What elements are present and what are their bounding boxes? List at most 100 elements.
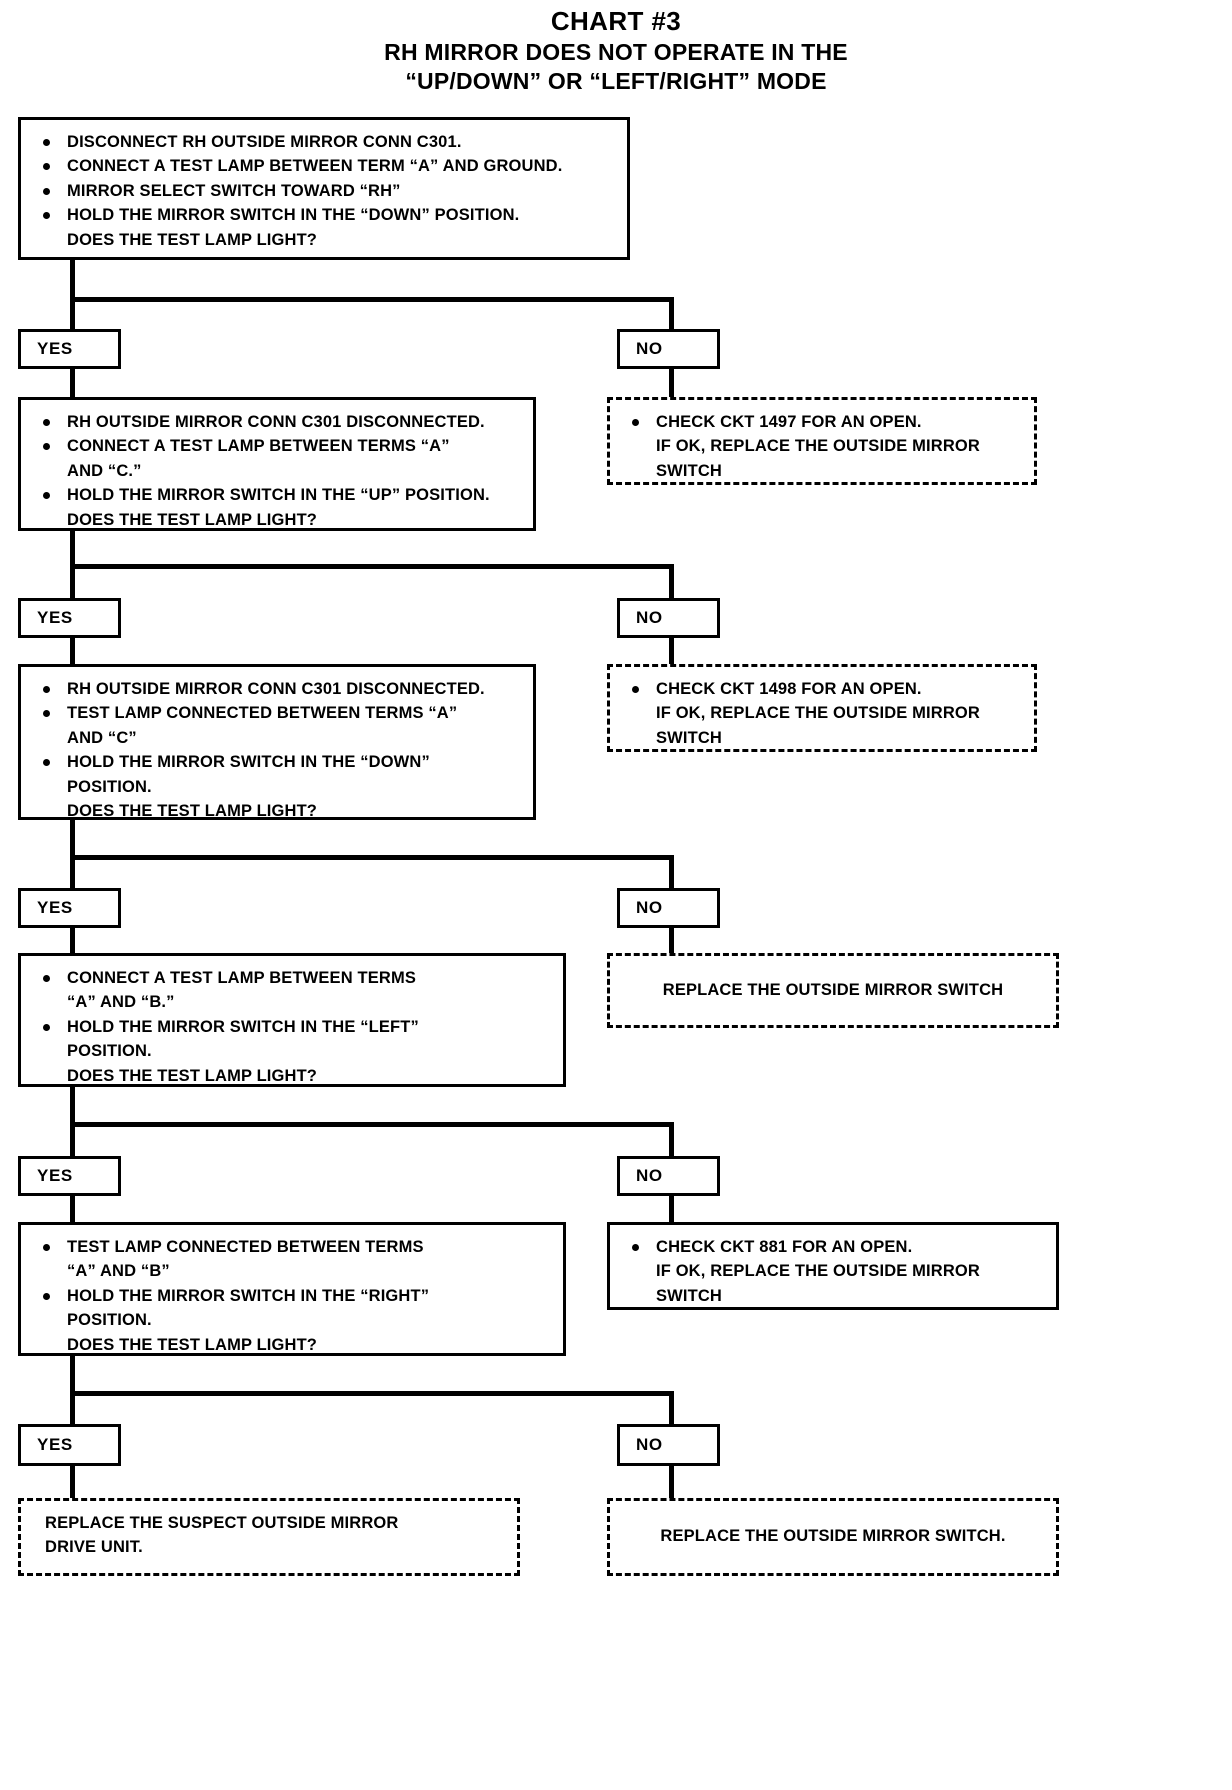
list-item: DOES THE TEST LAMP LIGHT?	[67, 802, 318, 821]
connector-vertical	[70, 369, 75, 399]
branch-label: YES	[37, 1435, 73, 1454]
connector-horizontal	[70, 564, 674, 569]
connector-horizontal	[70, 297, 674, 302]
list-item: IF OK, REPLACE THE OUTSIDE MIRROR	[656, 437, 980, 456]
connector-vertical	[669, 1196, 674, 1224]
outcome-3-content: REPLACE THE OUTSIDE MIRROR SWITCH	[610, 956, 1056, 1025]
connector-vertical	[669, 638, 674, 666]
outcome-5-list: REPLACE THE SUSPECT OUTSIDE MIRROR DRIVE…	[21, 1501, 517, 1569]
list-item: AND “C”	[67, 728, 137, 747]
branch-label: NO	[636, 1435, 663, 1454]
branch-no-5: NO	[617, 1424, 720, 1466]
connector-vertical	[70, 820, 75, 858]
connector-vertical	[70, 1391, 75, 1424]
connector-vertical	[669, 1391, 674, 1424]
list-item: RH OUTSIDE MIRROR CONN C301 DISCONNECTED…	[33, 678, 523, 701]
branch-yes-1: YES	[18, 329, 121, 369]
connector-vertical	[70, 638, 75, 666]
list-item: CONNECT A TEST LAMP BETWEEN TERMS “A”	[33, 435, 523, 458]
list-item: IF OK, REPLACE THE OUTSIDE MIRROR	[656, 1262, 980, 1281]
list-item: REPLACE THE SUSPECT OUTSIDE MIRROR	[45, 1514, 399, 1532]
list-item: DRIVE UNIT.	[45, 1538, 143, 1557]
connector-vertical	[70, 928, 75, 955]
list-item: “A” AND “B.”	[67, 993, 175, 1012]
outcome-1-list: CHECK CKT 1497 FOR AN OPEN. IF OK, REPLA…	[610, 400, 1034, 492]
list-item: SWITCH	[656, 1286, 722, 1305]
branch-label: YES	[37, 339, 73, 358]
branch-yes-4: YES	[18, 1156, 121, 1196]
branch-yes-5: YES	[18, 1424, 121, 1466]
chart-title-block: CHART #3 RH MIRROR DOES NOT OPERATE IN T…	[0, 6, 1232, 97]
connector-horizontal	[70, 855, 674, 860]
outcome-box-4: CHECK CKT 881 FOR AN OPEN. IF OK, REPLAC…	[607, 1222, 1059, 1310]
list-item: CHECK CKT 881 FOR AN OPEN.	[622, 1236, 1046, 1259]
branch-no-2: NO	[617, 598, 720, 638]
step-box-5: TEST LAMP CONNECTED BETWEEN TERMS “A” AN…	[18, 1222, 566, 1356]
list-item: SWITCH	[656, 728, 722, 747]
list-item: DOES THE TEST LAMP LIGHT?	[67, 510, 318, 529]
branch-label: YES	[37, 1166, 73, 1185]
connector-vertical	[669, 369, 674, 399]
list-item: POSITION.	[67, 1042, 152, 1061]
connector-vertical	[70, 1122, 75, 1156]
list-item: HOLD THE MIRROR SWITCH IN THE “DOWN”	[33, 751, 523, 774]
list-item: SWITCH	[656, 461, 722, 480]
connector-horizontal	[70, 1391, 674, 1396]
step-1-list: DISCONNECT RH OUTSIDE MIRROR CONN C301. …	[21, 120, 627, 261]
list-item: HOLD THE MIRROR SWITCH IN THE “UP” POSIT…	[33, 484, 523, 507]
step-2-list: RH OUTSIDE MIRROR CONN C301 DISCONNECTED…	[21, 400, 533, 541]
connector-vertical	[669, 855, 674, 888]
list-item: “A” AND “B”	[67, 1262, 170, 1281]
list-item: POSITION.	[67, 1311, 152, 1330]
connector-vertical	[669, 564, 674, 598]
branch-label: NO	[636, 339, 663, 358]
chart-subtitle-line2: “UP/DOWN” OR “LEFT/RIGHT” MODE	[405, 68, 827, 95]
outcome-box-6: REPLACE THE OUTSIDE MIRROR SWITCH.	[607, 1498, 1059, 1576]
list-item: CONNECT A TEST LAMP BETWEEN TERMS	[33, 967, 553, 990]
step-4-list: CONNECT A TEST LAMP BETWEEN TERMS “A” AN…	[21, 956, 563, 1097]
list-item: RH OUTSIDE MIRROR CONN C301 DISCONNECTED…	[33, 411, 523, 434]
branch-label: YES	[37, 608, 73, 627]
outcome-4-list: CHECK CKT 881 FOR AN OPEN. IF OK, REPLAC…	[610, 1225, 1056, 1317]
branch-no-1: NO	[617, 329, 720, 369]
list-item: TEST LAMP CONNECTED BETWEEN TERMS “A”	[33, 702, 523, 725]
connector-vertical	[70, 297, 75, 329]
chart-number: CHART #3	[550, 6, 682, 36]
branch-label: NO	[636, 608, 663, 627]
connector-vertical	[70, 1466, 75, 1500]
list-item: CHECK CKT 1498 FOR AN OPEN.	[622, 678, 1024, 701]
step-3-list: RH OUTSIDE MIRROR CONN C301 DISCONNECTED…	[21, 667, 533, 833]
list-item: HOLD THE MIRROR SWITCH IN THE “DOWN” POS…	[33, 204, 617, 227]
list-item: MIRROR SELECT SWITCH TOWARD “RH”	[33, 180, 617, 203]
outcome-6-content: REPLACE THE OUTSIDE MIRROR SWITCH.	[610, 1501, 1056, 1573]
chart-subtitle-line1: RH MIRROR DOES NOT OPERATE IN THE	[384, 38, 848, 65]
outcome-box-1: CHECK CKT 1497 FOR AN OPEN. IF OK, REPLA…	[607, 397, 1037, 485]
connector-vertical	[669, 1122, 674, 1156]
outcome-text: REPLACE THE OUTSIDE MIRROR SWITCH.	[660, 1527, 1006, 1546]
list-item: CONNECT A TEST LAMP BETWEEN TERM “A” AND…	[33, 155, 617, 178]
step-box-2: RH OUTSIDE MIRROR CONN C301 DISCONNECTED…	[18, 397, 536, 531]
outcome-box-5: REPLACE THE SUSPECT OUTSIDE MIRROR DRIVE…	[18, 1498, 520, 1576]
list-item: DISCONNECT RH OUTSIDE MIRROR CONN C301.	[33, 131, 617, 154]
step-box-1: DISCONNECT RH OUTSIDE MIRROR CONN C301. …	[18, 117, 630, 260]
branch-yes-3: YES	[18, 888, 121, 928]
connector-vertical	[70, 564, 75, 598]
connector-vertical	[669, 297, 674, 329]
list-item: POSITION.	[67, 777, 152, 796]
branch-yes-2: YES	[18, 598, 121, 638]
list-item: DOES THE TEST LAMP LIGHT?	[67, 1066, 318, 1085]
list-item: HOLD THE MIRROR SWITCH IN THE “LEFT”	[33, 1016, 553, 1039]
connector-horizontal	[70, 1122, 674, 1127]
list-item: IF OK, REPLACE THE OUTSIDE MIRROR	[656, 704, 980, 723]
branch-no-4: NO	[617, 1156, 720, 1196]
list-item: DOES THE TEST LAMP LIGHT?	[67, 230, 318, 249]
connector-vertical	[70, 855, 75, 888]
list-item: TEST LAMP CONNECTED BETWEEN TERMS	[33, 1236, 553, 1259]
outcome-box-3: REPLACE THE OUTSIDE MIRROR SWITCH	[607, 953, 1059, 1028]
list-item: CHECK CKT 1497 FOR AN OPEN.	[622, 411, 1024, 434]
branch-label: NO	[636, 898, 663, 917]
branch-label: YES	[37, 898, 73, 917]
list-item: HOLD THE MIRROR SWITCH IN THE “RIGHT”	[33, 1285, 553, 1308]
connector-vertical	[70, 531, 75, 567]
